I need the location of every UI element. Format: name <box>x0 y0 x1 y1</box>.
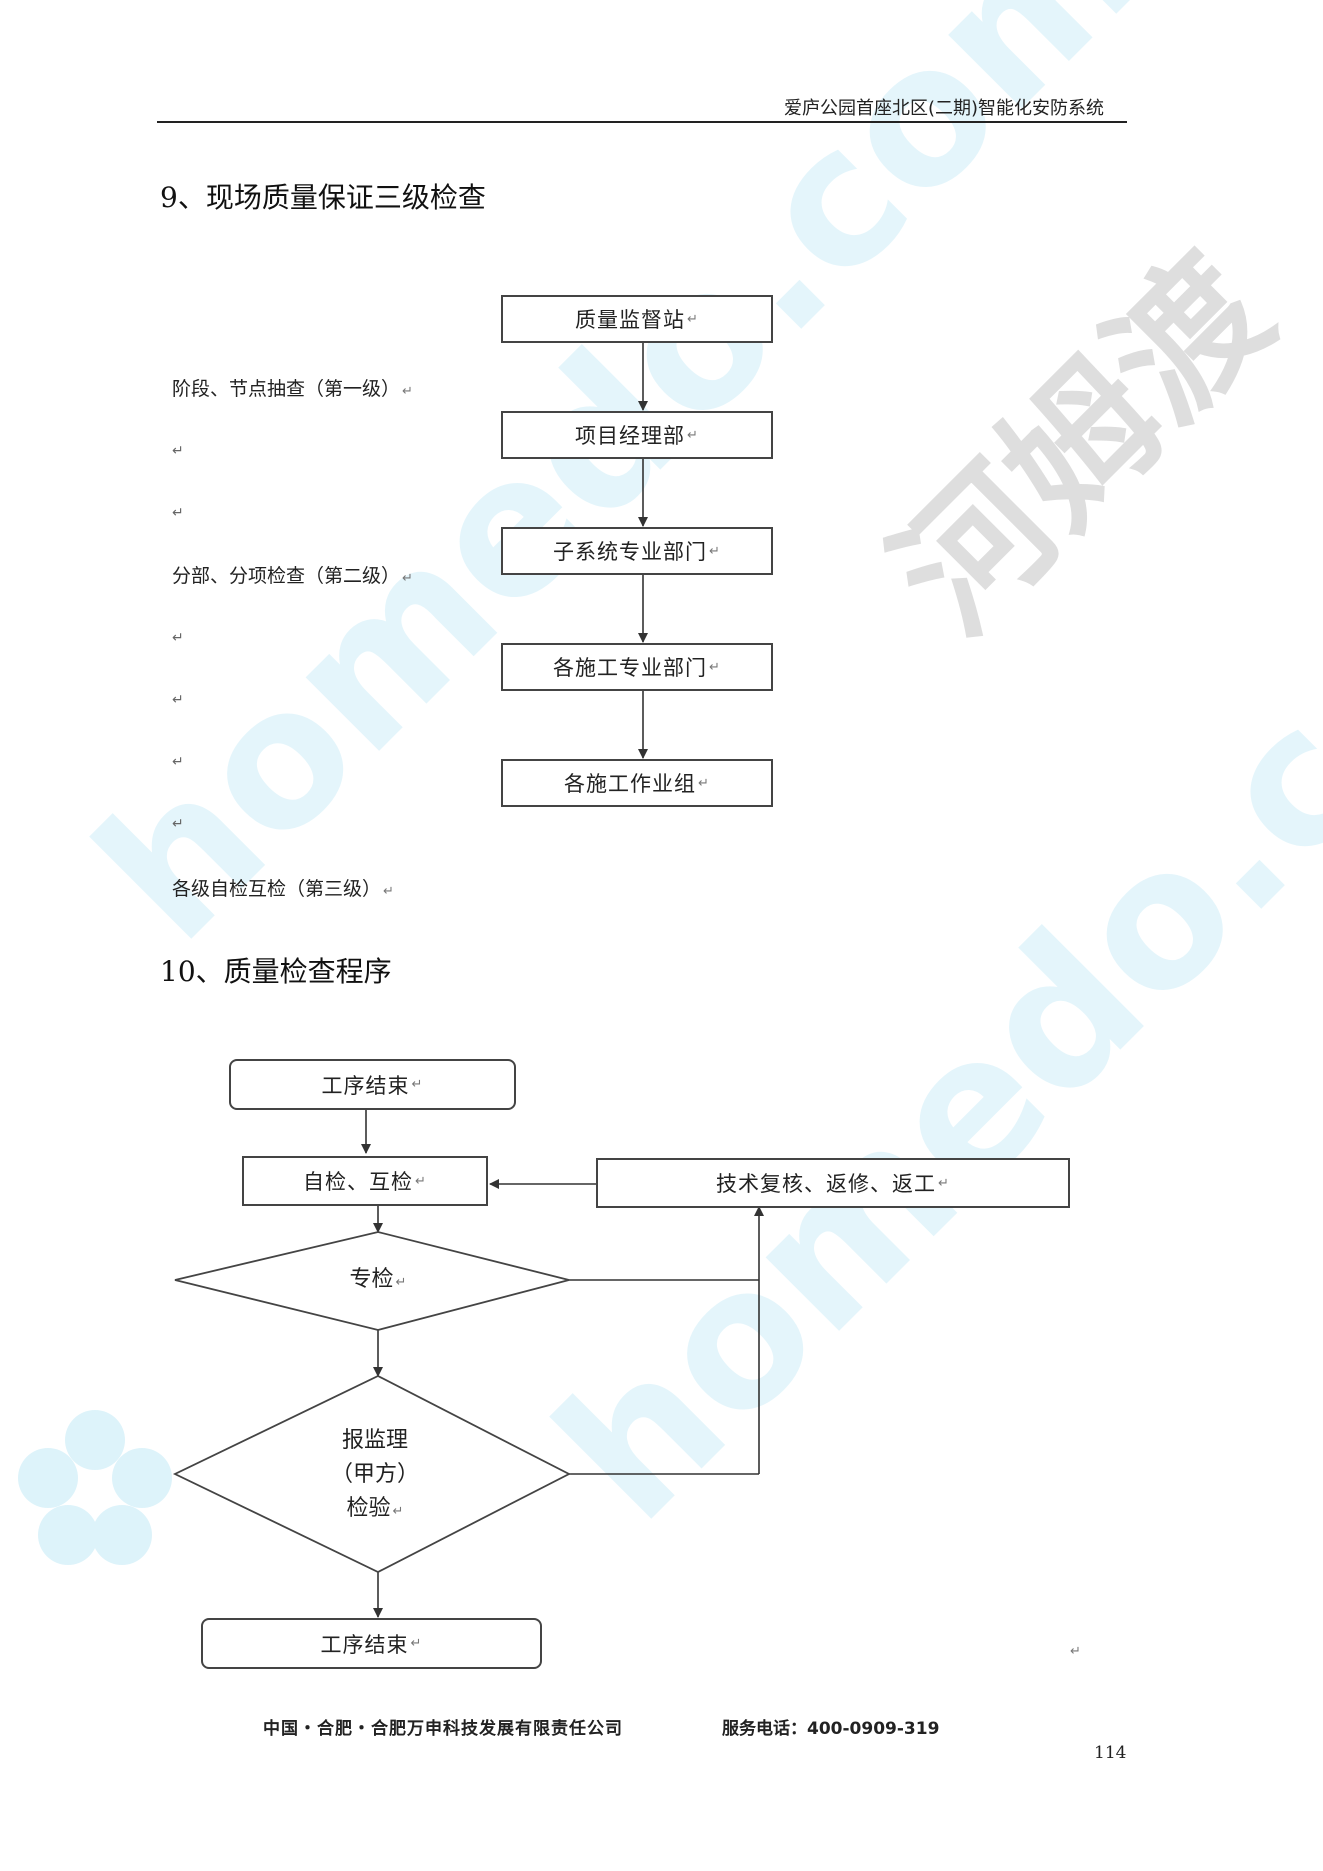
box-process-start-label: 工序结束 <box>321 1073 410 1098</box>
box-work-groups-label: 各施工作业组 <box>564 772 697 796</box>
supervisor-check-line-3: 检验↵ <box>300 1492 450 1529</box>
level-3-label: 各级自检互检（第三级）↵ <box>172 874 394 901</box>
header-rule <box>157 121 1127 123</box>
box-rework: 技术复核、返修、返工↵ <box>596 1158 1070 1208</box>
level-2-label: 分部、分项检查（第二级）↵ <box>172 561 413 588</box>
supervisor-check-line-1: 报监理 <box>341 1428 408 1453</box>
supervisor-check-line-2: （甲方） <box>330 1462 419 1487</box>
para-mark: ↵ <box>415 1173 427 1189</box>
para-mark: ↵ <box>172 692 184 708</box>
special-check-label: 专检↵ <box>318 1263 438 1300</box>
box-project-management: 项目经理部↵ <box>501 411 773 459</box>
special-check-label-text: 专检 <box>349 1267 394 1292</box>
box-process-end: 工序结束↵ <box>201 1618 542 1669</box>
para-mark: ↵ <box>172 816 184 832</box>
para-mark: ↵ <box>698 775 710 791</box>
section-10-title: 10、质量检查程序 <box>160 955 392 988</box>
section-9-title: 9、现场质量保证三级检查 <box>160 181 486 214</box>
para-mark: ↵ <box>392 1504 404 1519</box>
box-subsystem-department: 子系统专业部门↵ <box>501 527 773 575</box>
footer-company: 中国・合肥・合肥万申科技发展有限责任公司 <box>263 1719 623 1739</box>
box-quality-supervision-station: 质量监督站↵ <box>501 295 773 343</box>
para-mark: ↵ <box>938 1175 950 1191</box>
page-number: 114 <box>1094 1743 1127 1763</box>
para-mark: ↵ <box>687 427 699 443</box>
header-title: 爱庐公园首座北区(二期)智能化安防系统 <box>783 98 1104 119</box>
para-mark: ↵ <box>709 543 721 559</box>
para-mark: ↵ <box>395 1275 407 1290</box>
box-process-end-label: 工序结束 <box>320 1632 409 1657</box>
para-mark: ↵ <box>687 311 699 327</box>
level-2-label-text: 分部、分项检查（第二级） <box>172 565 401 587</box>
para-mark: ↵ <box>172 630 184 646</box>
box-work-groups: 各施工作业组↵ <box>501 759 773 807</box>
level-1-label-text: 阶段、节点抽查（第一级） <box>172 378 401 400</box>
box-rework-label: 技术复核、返修、返工 <box>716 1172 937 1196</box>
box-construction-departments-label: 各施工专业部门 <box>553 656 708 680</box>
para-mark: ↵ <box>709 659 721 675</box>
box-self-mutual-check-label: 自检、互检 <box>303 1170 414 1194</box>
box-self-mutual-check: 自检、互检↵ <box>242 1156 488 1206</box>
diamond-special-check <box>174 1231 570 1331</box>
box-subsystem-department-label: 子系统专业部门 <box>553 540 708 564</box>
para-mark: ↵ <box>411 1077 424 1092</box>
box-construction-departments: 各施工专业部门↵ <box>501 643 773 691</box>
para-mark: ↵ <box>172 754 184 770</box>
para-mark: ↵ <box>383 884 394 899</box>
diamond-supervisor-check <box>172 1374 571 1574</box>
level-3-label-text: 各级自检互检（第三级） <box>172 878 382 900</box>
box-project-management-label: 项目经理部 <box>575 424 686 448</box>
supervisor-check-line-3-text: 检验 <box>346 1496 391 1521</box>
para-mark: ↵ <box>172 505 184 521</box>
box-process-start: 工序结束↵ <box>229 1059 516 1110</box>
para-mark: ↵ <box>402 571 413 586</box>
supervisor-check-label: 报监理 （甲方） 检验↵ <box>300 1424 450 1529</box>
level-1-label: 阶段、节点抽查（第一级）↵ <box>172 374 413 401</box>
footer-phone: 服务电话：400-0909-319 <box>722 1719 940 1739</box>
para-mark: ↵ <box>1070 1644 1081 1659</box>
para-mark: ↵ <box>172 443 184 459</box>
para-mark: ↵ <box>410 1636 423 1651</box>
para-mark: ↵ <box>402 384 413 399</box>
box-quality-supervision-station-label: 质量监督站 <box>575 308 686 332</box>
